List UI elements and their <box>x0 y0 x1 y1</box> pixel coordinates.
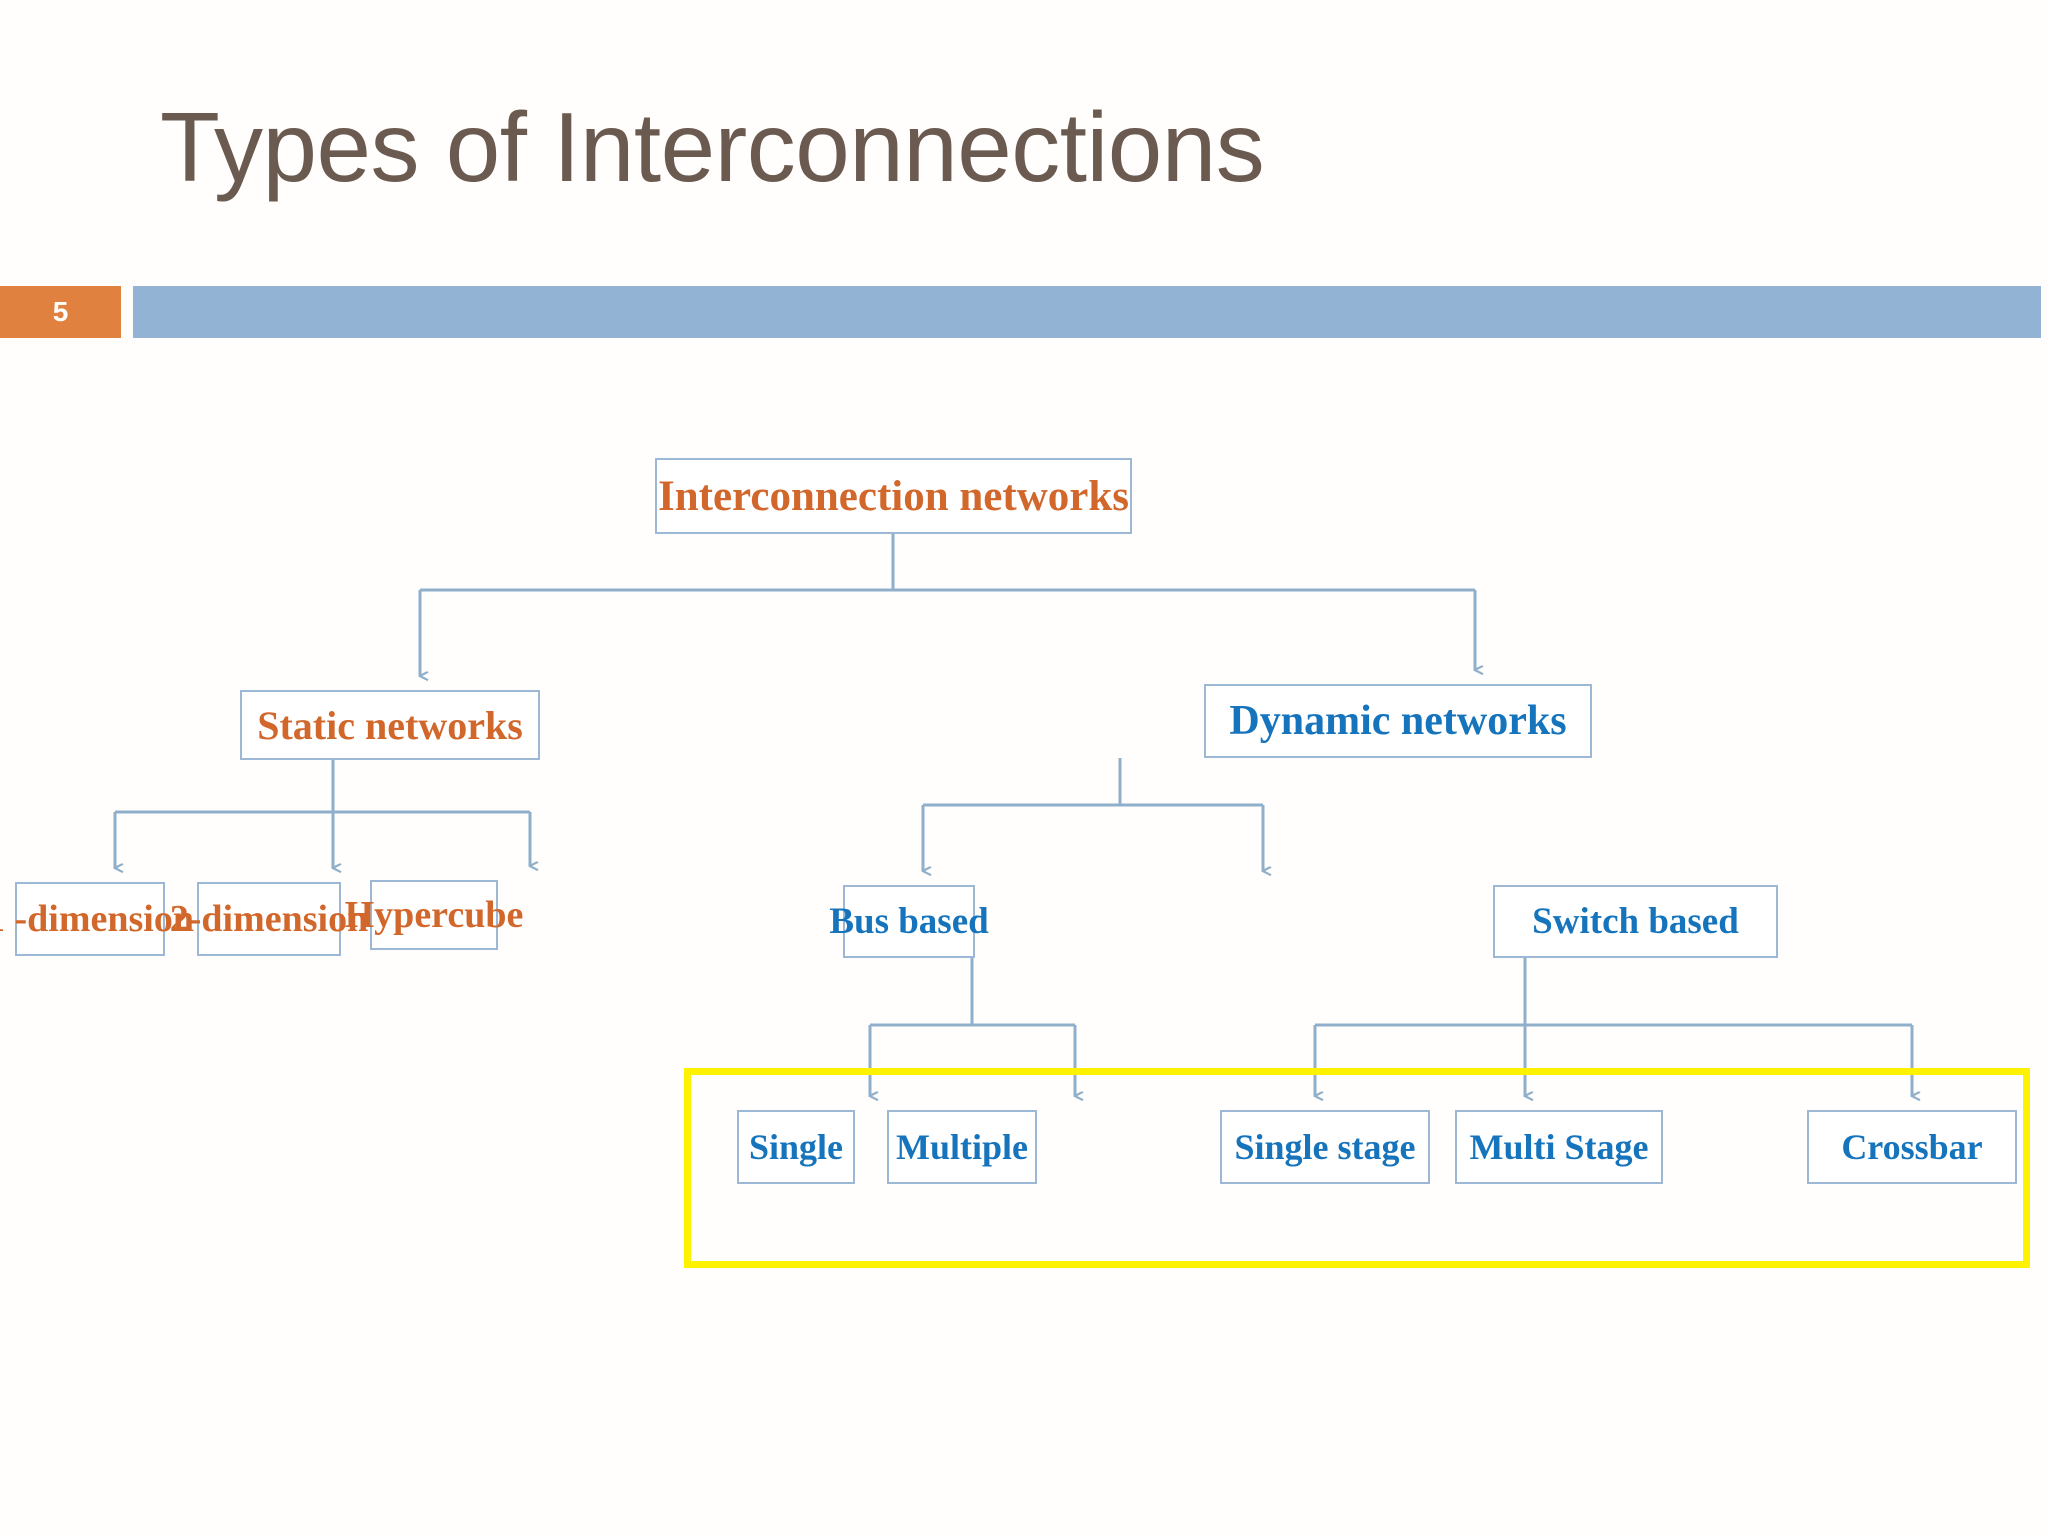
header-banner-bar <box>133 286 2041 338</box>
node-dynamic-networks[interactable]: Dynamic networks <box>1204 684 1592 758</box>
node-label: Bus based <box>829 901 989 942</box>
node-label: 1 -dimension <box>0 898 194 940</box>
yellow-highlight-rectangle <box>684 1068 2030 1268</box>
node-switch-based[interactable]: Switch based <box>1493 885 1778 958</box>
node-multiple[interactable]: Multiple <box>887 1110 1037 1184</box>
node-label: Multi Stage <box>1469 1127 1649 1167</box>
page-title: Types of Interconnections <box>160 92 1265 202</box>
node-crossbar[interactable]: Crossbar <box>1807 1110 2017 1184</box>
node-label: Dynamic networks <box>1229 698 1567 744</box>
node-1-dimension[interactable]: 1 -dimension <box>0 882 194 956</box>
node-label: Hypercube <box>344 894 524 936</box>
node-single[interactable]: Single <box>737 1110 855 1184</box>
node-label: 2-dimension <box>169 898 369 940</box>
node-label: Multiple <box>896 1127 1028 1167</box>
node-multi-stage[interactable]: Multi Stage <box>1455 1110 1663 1184</box>
node-hypercube[interactable]: Hypercube <box>345 880 523 950</box>
node-static-networks[interactable]: Static networks <box>240 690 540 760</box>
node-single-stage[interactable]: Single stage <box>1220 1110 1430 1184</box>
node-bus-based[interactable]: Bus based <box>829 885 989 958</box>
node-interconnection-networks[interactable]: Interconnection networks <box>655 458 1132 534</box>
node-label: Switch based <box>1532 901 1739 942</box>
node-label: Single stage <box>1234 1127 1416 1167</box>
page-number-badge: 5 <box>0 286 121 338</box>
node-label: Interconnection networks <box>658 472 1129 520</box>
node-label: Static networks <box>257 702 523 748</box>
node-2-dimension[interactable]: 2-dimension <box>170 882 368 956</box>
node-label: Single <box>748 1127 844 1167</box>
node-label: Crossbar <box>1841 1127 1983 1167</box>
